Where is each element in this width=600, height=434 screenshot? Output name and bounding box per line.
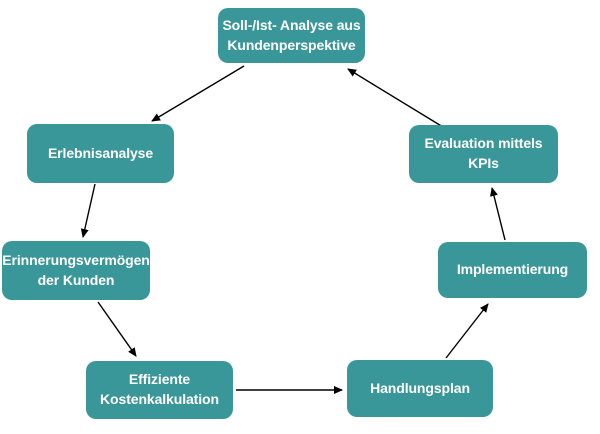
node-label: Evaluation mittels KPIs: [424, 135, 543, 171]
node-label: Effiziente Kostenkalkulation: [100, 371, 219, 407]
node-erinnerungsvermoegen-der-kunden: Erinnerungsvermögen der Kunden: [2, 241, 150, 300]
arrow-handlung-to-implement: [445, 303, 489, 359]
node-handlungsplan: Handlungsplan: [347, 360, 493, 417]
node-evaluation-mittels-kpis: Evaluation mittels KPIs: [409, 125, 558, 183]
arrow-implement-to-eval: [490, 187, 506, 241]
arrow-soll-to-erlebnis: [151, 65, 245, 122]
node-effiziente-kostenkalkulation: Effiziente Kostenkalkulation: [86, 361, 233, 419]
node-implementierung: Implementierung: [438, 242, 587, 298]
arrow-eval-to-soll: [347, 68, 444, 128]
node-soll-ist-analyse: Soll-/Ist- Analyse aus Kundenperspektive: [218, 8, 365, 63]
arrow-erinner-to-kosten: [97, 301, 137, 357]
node-label: Soll-/Ist- Analyse aus Kundenperspektive: [222, 16, 361, 53]
node-erlebnisanalyse: Erlebnisanalyse: [27, 124, 174, 183]
node-label: Erinnerungsvermögen der Kunden: [2, 251, 150, 288]
node-label: Erlebnisanalyse: [47, 144, 154, 161]
node-label: Implementierung: [456, 261, 569, 278]
node-label: Handlungsplan: [370, 379, 470, 396]
arrow-erlebnis-to-erinner: [80, 183, 96, 238]
